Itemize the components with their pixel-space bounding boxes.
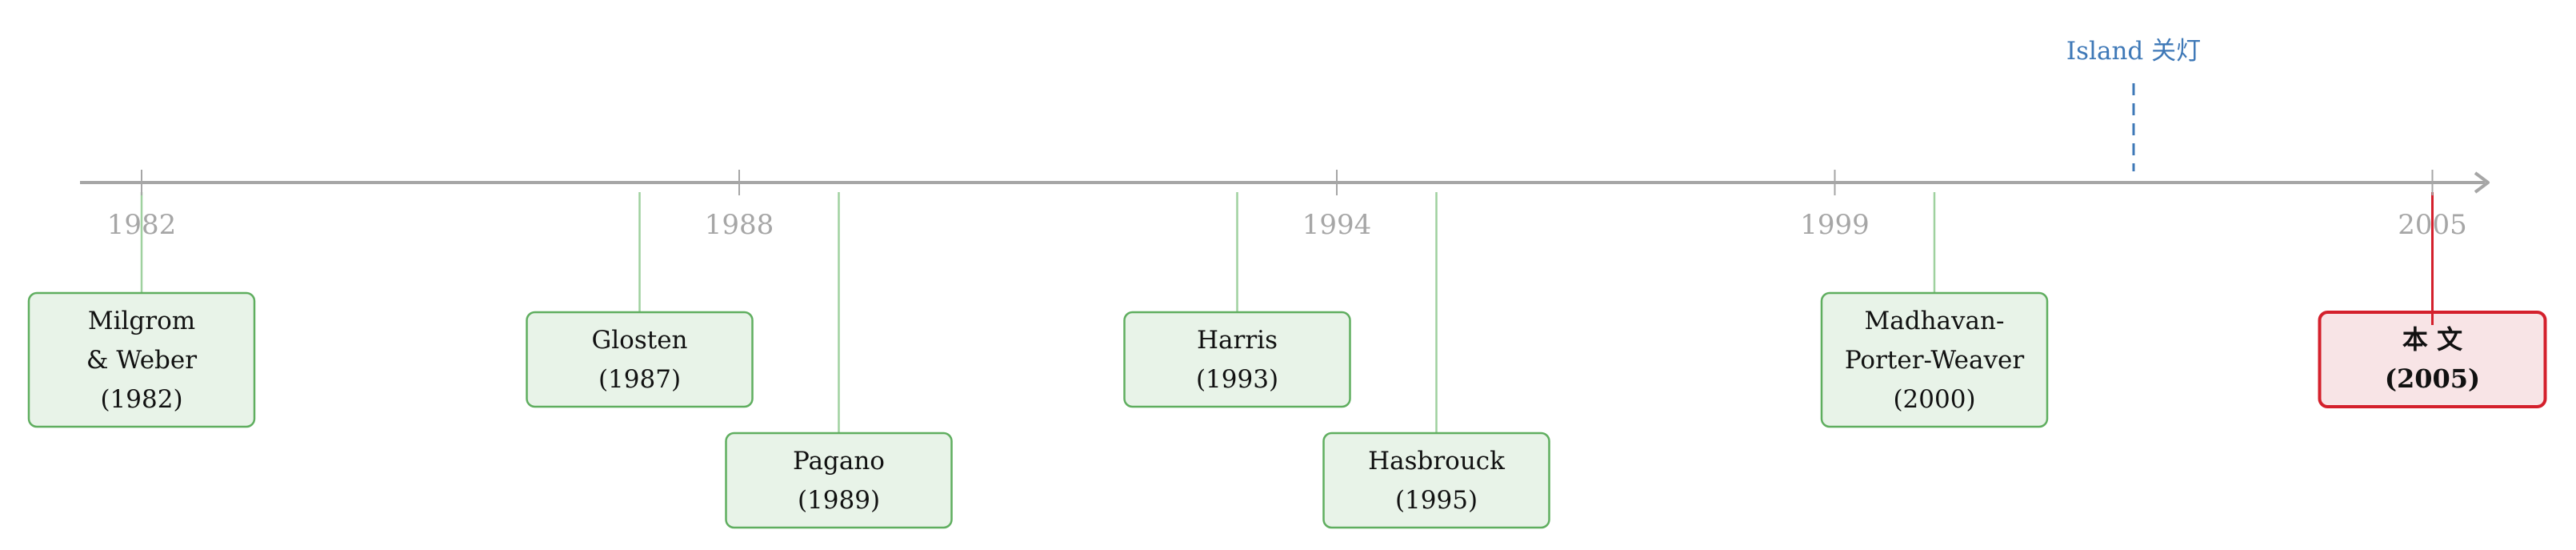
event-text-line: Glosten bbox=[591, 326, 687, 355]
event-box-frame bbox=[1123, 311, 1351, 408]
event-text-line: (1982) bbox=[100, 385, 182, 414]
event-text-line: (1989) bbox=[798, 486, 880, 515]
timeline-arrowhead bbox=[2474, 171, 2490, 194]
event-text-line: (1987) bbox=[598, 365, 681, 394]
connector-layer bbox=[140, 192, 2434, 441]
island-marker: Island 关灯 bbox=[2066, 37, 2201, 171]
event-box-this-paper: 本 文 (2005) bbox=[2318, 311, 2547, 408]
event-box-harris: Harris (1993) bbox=[1123, 311, 1351, 408]
event-text-line: (1993) bbox=[1196, 365, 1278, 394]
event-box-milgrom: Milgrom & Weber (1982) bbox=[27, 291, 256, 428]
event-text-line: & Weber bbox=[86, 346, 197, 375]
event-box-frame bbox=[1322, 432, 1550, 529]
event-boxes: Milgrom & Weber (1982) Glosten (1987) Pagano (… bbox=[27, 291, 2547, 529]
event-box-frame bbox=[526, 311, 754, 408]
event-box-frame bbox=[27, 291, 256, 428]
year-label-1994: 1994 bbox=[1302, 209, 1372, 241]
event-text-line: 本 文 bbox=[2402, 324, 2462, 355]
year-label-1988: 1988 bbox=[705, 209, 774, 241]
marker-label: Island 关灯 bbox=[2066, 37, 2201, 66]
event-box-pagano: Pagano (1989) bbox=[725, 432, 953, 529]
event-box-frame bbox=[725, 432, 953, 529]
event-box-madhavan: Madhavan- Porter-Weaver (2000) bbox=[1820, 291, 2049, 428]
year-ticks: 1982 1988 1994 1999 2005 bbox=[107, 170, 2467, 241]
event-box-hasbrouck: Hasbrouck (1995) bbox=[1322, 432, 1550, 529]
event-text-line: Hasbrouck bbox=[1368, 447, 1505, 476]
year-label-1999: 1999 bbox=[1800, 209, 1870, 241]
event-text-line: Pagano bbox=[793, 447, 885, 476]
event-text-line: (2005) bbox=[2385, 363, 2480, 394]
event-text-line: Porter-Weaver bbox=[1845, 346, 2025, 375]
event-box-glosten: Glosten (1987) bbox=[526, 311, 754, 408]
year-label-2005: 2005 bbox=[2398, 209, 2467, 241]
event-text-line: Milgrom bbox=[88, 307, 195, 335]
event-text-line: (1995) bbox=[1395, 486, 1478, 515]
event-text-line: Madhavan- bbox=[1865, 307, 2005, 335]
year-label-1982: 1982 bbox=[107, 209, 177, 241]
event-box-frame bbox=[1820, 291, 2049, 428]
event-text-line: (2000) bbox=[1893, 385, 1975, 414]
event-text-line: Harris bbox=[1197, 326, 1278, 355]
